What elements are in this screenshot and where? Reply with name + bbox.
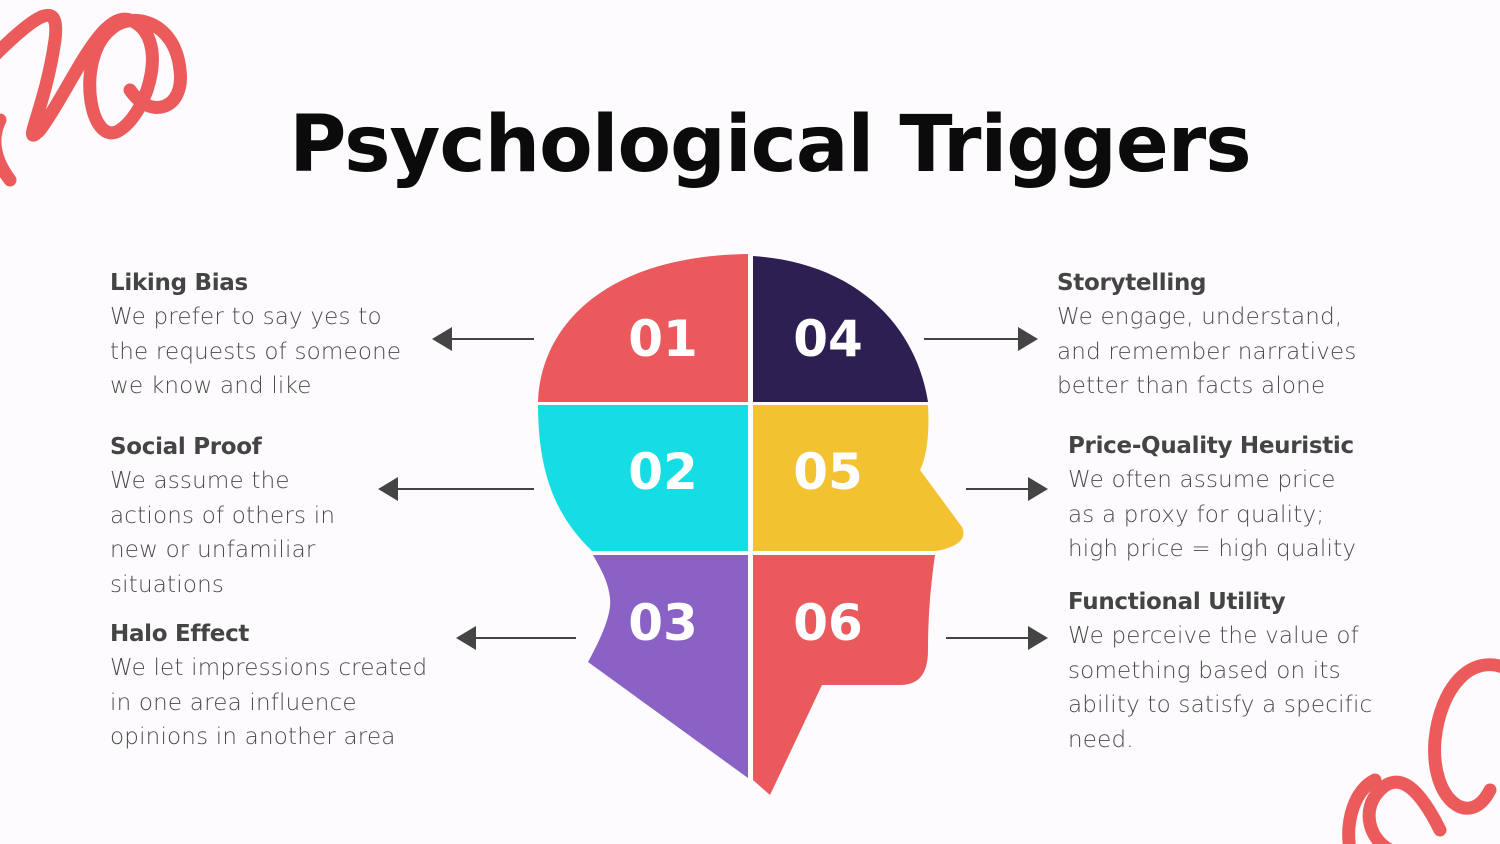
item-description: We perceive the value of something based… (1068, 619, 1408, 757)
arrow-left-02-head (378, 477, 398, 501)
segment-02 (538, 405, 748, 551)
description-line: something based on its (1068, 657, 1341, 684)
description-line: we know and like (110, 373, 312, 399)
description-line: We often assume price (1068, 467, 1336, 493)
segment-label-06: 06 (793, 594, 863, 652)
segment-04 (753, 256, 928, 402)
item-description: We often assume price as a proxy for qua… (1068, 463, 1428, 567)
item-description: We let impressions created in one area i… (110, 651, 470, 755)
item-description: We engage, understand, and remember narr… (1057, 300, 1417, 404)
item-price-quality-heuristic: Price-Quality Heuristic We often assume … (1068, 433, 1428, 567)
description-line: We let impressions created (110, 655, 428, 681)
description-line: actions of others in (110, 502, 336, 529)
description-line: We assume the (110, 468, 290, 494)
description-line: high price = high quality (1068, 536, 1357, 562)
arrow-left-01-head (432, 327, 452, 351)
segment-06 (753, 555, 935, 795)
description-line: and remember narratives (1057, 338, 1357, 365)
item-storytelling: Storytelling We engage, understand, and … (1057, 270, 1417, 404)
item-heading: Social Proof (110, 434, 262, 460)
arrow-left-03-head (456, 626, 476, 650)
segment-label-05: 05 (793, 443, 863, 501)
squiggle-bottom-right (1342, 658, 1500, 844)
segment-label-01: 01 (628, 310, 698, 368)
page-title: Psychological Triggers (289, 100, 1251, 190)
description-line: opinions in another area (110, 724, 396, 750)
segment-05 (753, 405, 964, 551)
arrow-right-06-head (1028, 626, 1048, 650)
item-heading: Functional Utility (1068, 589, 1286, 615)
description-line: We engage, understand, (1057, 304, 1343, 330)
description-line: the requests of someone (110, 338, 402, 365)
item-heading: Liking Bias (110, 270, 248, 296)
item-heading: Price-Quality Heuristic (1068, 433, 1354, 459)
description-line: new or unfamiliar (110, 537, 316, 563)
description-line: ability to satisfy a specific (1068, 692, 1373, 718)
item-heading: Storytelling (1057, 270, 1207, 296)
item-liking-bias: Liking Bias We prefer to say yes to the … (110, 270, 470, 404)
description-line: better than facts alone (1057, 373, 1326, 399)
squiggle-top-left (0, 8, 187, 187)
description-line: We prefer to say yes to (110, 304, 382, 330)
segment-01 (538, 254, 748, 402)
description-line: as a proxy for quality; (1068, 501, 1325, 528)
description-line: We perceive the value of (1068, 623, 1359, 649)
item-halo-effect: Halo Effect We let impressions created i… (110, 621, 470, 755)
arrow-right-04-head (1018, 327, 1038, 351)
segment-label-03: 03 (628, 594, 698, 652)
segment-label-02: 02 (628, 443, 698, 501)
description-line: in one area influence (110, 689, 357, 716)
description-line: need. (1068, 726, 1134, 753)
item-description: We prefer to say yes to the requests of … (110, 300, 470, 404)
item-functional-utility: Functional Utility We perceive the value… (1068, 589, 1408, 757)
arrow-right-05-head (1028, 477, 1048, 501)
item-heading: Halo Effect (110, 621, 250, 647)
item-social-proof: Social Proof We assume the actions of ot… (110, 434, 410, 602)
description-line: situations (110, 571, 225, 598)
segment-03 (588, 555, 748, 778)
segment-label-04: 04 (793, 310, 863, 368)
item-description: We assume the actions of others in new o… (110, 464, 410, 602)
